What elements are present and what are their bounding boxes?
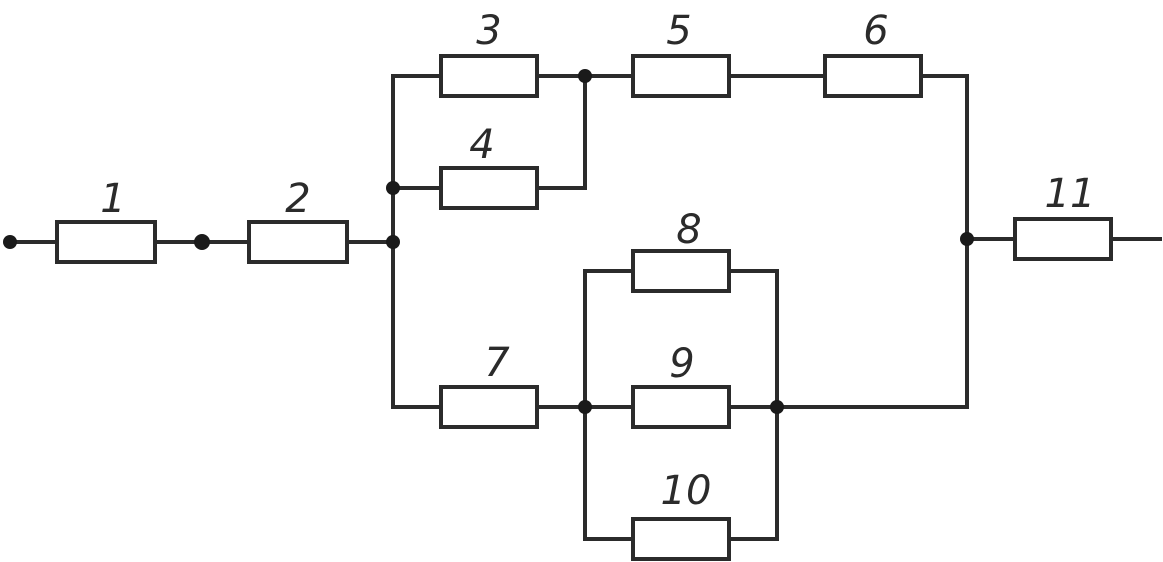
resistor-11-label: 11 [1045,171,1096,217]
resistor-4 [439,166,539,210]
resistor-11 [1013,217,1113,261]
resistor-1 [55,220,157,264]
resistor-2 [247,220,349,264]
junction-node [194,234,210,250]
junction-node [960,232,974,246]
resistor-9-label: 9 [669,341,694,387]
junction-node [770,400,784,414]
resistor-1-label: 1 [100,176,125,222]
resistor-10-label: 10 [661,468,712,514]
junctions [3,69,974,414]
junction-node [3,235,17,249]
resistor-7-label: 7 [484,340,510,386]
resistor-3 [439,54,539,98]
resistor-5 [631,54,731,98]
resistors [55,54,1113,561]
resistor-6-label: 6 [863,8,888,54]
resistor-7 [439,385,539,429]
wire [391,74,443,409]
resistor-10 [631,517,731,561]
resistor-6 [823,54,923,98]
wire [535,74,587,190]
resistor-2-label: 2 [285,176,310,222]
junction-node [578,69,592,83]
junction-node [386,181,400,195]
wires [8,74,1162,541]
resistor-3-label: 3 [476,8,501,54]
resistor-4-label: 4 [469,122,494,168]
labels: 1 2 3 4 5 6 7 8 9 10 11 [100,8,1095,514]
resistor-8-label: 8 [676,207,701,253]
junction-node [578,400,592,414]
resistor-9 [631,385,731,429]
junction-node [386,235,400,249]
resistor-5-label: 5 [666,8,691,54]
resistor-8 [631,249,731,293]
wire [775,74,969,409]
